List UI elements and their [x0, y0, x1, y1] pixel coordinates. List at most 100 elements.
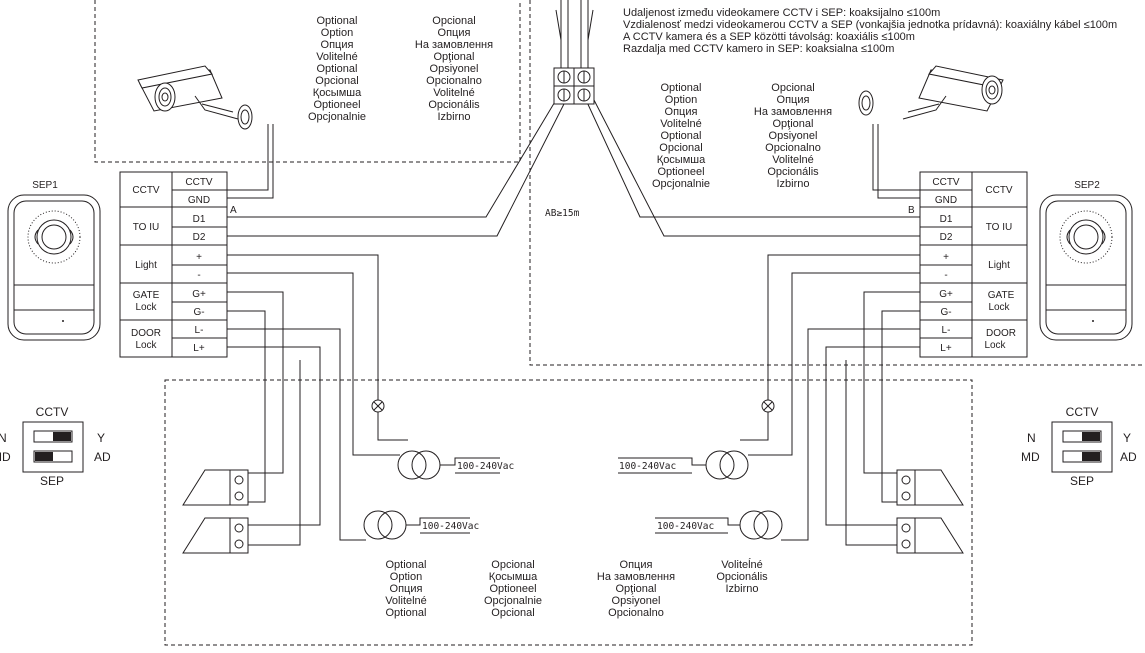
ab-distance-label: AB≥15m [545, 208, 580, 219]
opt-right-1-6: Қосымша [657, 154, 706, 166]
opt-bottom-4-1: Opcionális [716, 571, 768, 583]
distance-note-1: Udaljenost između videokamere CCTV i SEP… [623, 7, 940, 19]
opt-left-2-3: Opţional [434, 51, 475, 63]
sep2-outdoor-station: SEP2 [1039, 180, 1133, 341]
sep1-terminal-d2: D2 [193, 232, 206, 243]
lock-left-lower-icon [182, 517, 249, 554]
sep1-terminal-l-minus: L- [195, 325, 204, 336]
lock-right-upper-icon [896, 469, 964, 506]
opt-left-2-6: Volitelné [433, 87, 475, 99]
opt-left-1-1: Option [321, 27, 353, 39]
opt-right-1-5: Opcional [659, 142, 702, 154]
sep1-terminal-minus: - [197, 270, 200, 281]
dip-right-md: MD [1021, 450, 1040, 464]
opt-left-2-8: Izbirno [437, 111, 470, 123]
opt-right-2-8: Izbirno [776, 178, 809, 190]
dip-left-ad: AD [94, 450, 111, 464]
point-b-label: B [908, 205, 915, 216]
sep1-group-gate: GATE [133, 290, 160, 301]
sep2-group-to-iu: TO IU [986, 222, 1012, 233]
dip-left-y: Y [97, 431, 105, 445]
svg-text:Lock: Lock [984, 340, 1006, 351]
distance-notes: Udaljenost između videokamere CCTV i SEP… [623, 7, 1117, 55]
sep2-label: SEP2 [1074, 180, 1100, 191]
dip-left-top-label: CCTV [36, 405, 69, 419]
camera-right-cable [872, 124, 920, 191]
opt-right-2-1: Опция [777, 94, 810, 106]
left-lock-wiring [227, 254, 408, 546]
left-camera-optional-area [94, 0, 521, 163]
opt-right-1-1: Option [665, 94, 697, 106]
voltage-label-left-lower: 100-240Vac [422, 521, 479, 532]
svg-text:Lock: Lock [135, 302, 157, 313]
opt-bottom-4-0: Voliteĺné [721, 558, 763, 571]
sep2-terminal-l-minus: L- [942, 325, 951, 336]
sep2-terminal-d1: D1 [940, 214, 953, 225]
opt-right-2-7: Opcionális [767, 166, 819, 178]
opt-left-1-6: Қосымша [313, 87, 362, 99]
opt-right-1-4: Optional [661, 130, 702, 142]
opt-right-1-0: Optional [661, 82, 702, 94]
opt-left-1-0: Optional [317, 15, 358, 27]
dip-left-bottom-label: SEP [40, 474, 64, 488]
optional-list-left: Optional Option Опция Volitelné Optional… [308, 15, 493, 123]
dip-switch-left: CCTV SEP N MD Y AD [0, 405, 111, 488]
lamp-right-icon [761, 399, 775, 413]
opt-bottom-3-4: Opcionalno [608, 607, 664, 619]
sep2-terminal-g-minus: G- [940, 307, 951, 318]
opt-bottom-1-1: Option [390, 571, 422, 583]
sep1-terminal-d1: D1 [193, 214, 206, 225]
distance-note-4: Razdalja med CCTV kamero in SEP: koaksia… [623, 43, 894, 55]
cctv-camera-right-icon [858, 65, 1004, 120]
lock-left-upper-icon [182, 469, 249, 506]
distance-note-3: A CCTV kamera és a SEP közötti távolság:… [623, 31, 915, 43]
sep1-group-to-iu: TO IU [133, 222, 159, 233]
opt-bottom-2-3: Opcjonalnie [484, 595, 542, 607]
opt-bottom-3-0: Опция [620, 559, 653, 571]
opt-left-2-5: Opcionalno [426, 75, 482, 87]
sep2-group-light: Light [988, 260, 1010, 271]
opt-left-2-4: Opsiyonel [430, 63, 479, 75]
opt-bottom-1-2: Опция [390, 583, 423, 595]
sep2-group-gate: GATE [988, 290, 1015, 301]
sep1-group-light: Light [135, 260, 157, 271]
sep1-terminal-block: CCTV TO IU Light GATE Lock DOOR Lock CCT… [119, 171, 228, 358]
distance-note-2: Vzdialenosť medzi videokamerou CCTV a SE… [623, 19, 1117, 31]
sep1-terminal-cctv: CCTV [185, 177, 213, 188]
sep1-terminal-gnd: GND [188, 195, 210, 206]
dip-right-bottom-label: SEP [1070, 474, 1094, 488]
dip-left-md: MD [0, 450, 11, 464]
sep2-group-door: DOOR [986, 328, 1016, 339]
dip-right-y: Y [1123, 431, 1131, 445]
opt-bottom-1-3: Volitelné [385, 595, 427, 607]
sep2-group-cctv: CCTV [985, 185, 1013, 196]
optional-list-bottom: Optional Option Опция Volitelné Optional… [385, 558, 768, 619]
opt-bottom-2-1: Қосымша [489, 571, 538, 583]
opt-right-2-2: На замовлення [754, 106, 832, 118]
opt-right-1-8: Opcjonalnie [652, 178, 710, 190]
sep1-terminal-g-plus: G+ [192, 289, 206, 300]
camera-left-cable [227, 124, 269, 191]
sep2-terminal-plus: + [943, 252, 949, 263]
sep2-terminal-g-plus: G+ [939, 289, 953, 300]
optional-list-right: Optional Option Опция Volitelné Optional… [652, 82, 832, 190]
opt-left-2-1: Опция [438, 27, 471, 39]
opt-right-2-4: Opsiyonel [769, 130, 818, 142]
opt-left-1-8: Opcjonalnie [308, 111, 366, 123]
opt-bottom-2-4: Opcional [491, 607, 534, 619]
cctv-camera-left-icon [137, 65, 253, 130]
sep1-label: SEP1 [32, 180, 58, 191]
sep1-outdoor-station: SEP1 [7, 180, 101, 341]
opt-bottom-2-2: Optioneel [489, 583, 536, 595]
sep2-terminal-d2: D2 [940, 232, 953, 243]
sep1-group-door: DOOR [131, 328, 161, 339]
dip-switch-right: CCTV SEP N MD Y AD [1021, 405, 1137, 488]
voltage-label-right-upper: 100-240Vac [619, 461, 676, 472]
sep2-terminal-gnd: GND [935, 195, 957, 206]
opt-left-2-2: На замовлення [415, 39, 493, 51]
sep1-terminal-g-minus: G- [193, 307, 204, 318]
opt-bottom-3-2: Opţional [616, 583, 657, 595]
transformer-right-upper-icon [618, 450, 749, 480]
opt-left-2-0: Opcional [432, 15, 475, 27]
